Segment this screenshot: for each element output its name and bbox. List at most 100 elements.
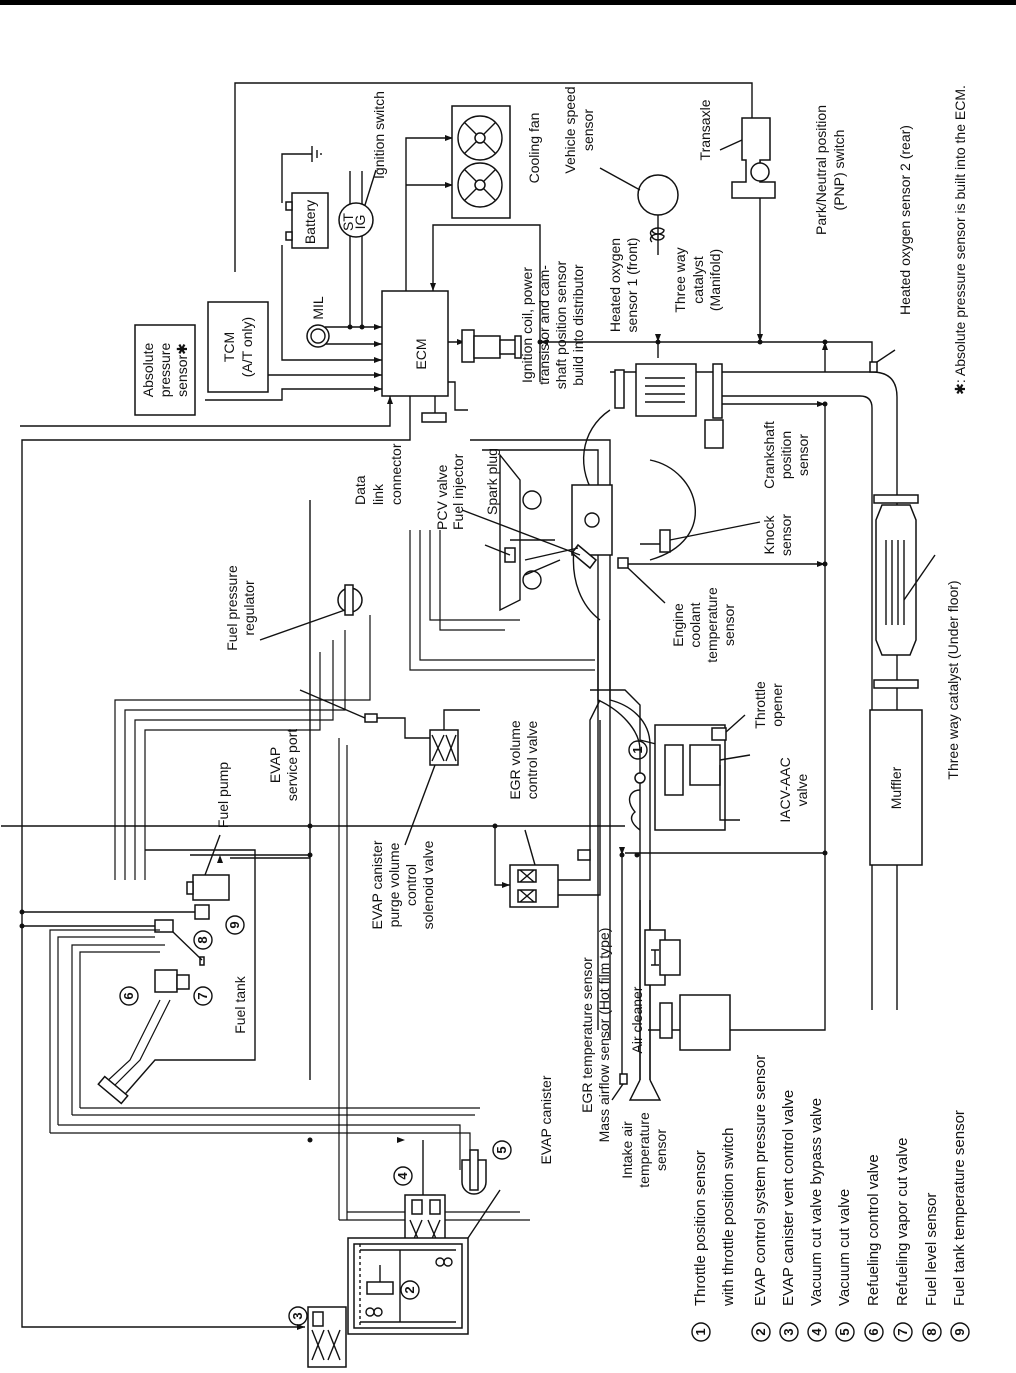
label-ign-coil-2: transistor and cam- bbox=[536, 265, 552, 385]
label-ign-st: ST bbox=[340, 213, 356, 231]
fuel-pump bbox=[192, 874, 230, 901]
legend-item-2: 2 EVAP control system pressure sensor bbox=[751, 1055, 771, 1342]
label-iat-1: Intake air bbox=[619, 1121, 635, 1179]
legend-item-5: 5 Vacuum cut valve bbox=[835, 1189, 855, 1342]
label-twc-2: catalyst bbox=[690, 256, 706, 304]
label-ecm: ECM bbox=[413, 338, 429, 369]
label-iat-3: sensor bbox=[653, 1129, 669, 1171]
label-throttle-opener-2: opener bbox=[769, 683, 785, 727]
svg-text:Vacuum cut valve: Vacuum cut valve bbox=[836, 1189, 853, 1306]
diagram-callouts: 1 2 3 4 5 6 7 8 9 bbox=[119, 740, 648, 1326]
legend-item-1: 1 Throttle position sensor with throttle… bbox=[691, 1128, 737, 1342]
label-evap-canister: EVAP canister bbox=[538, 1075, 554, 1164]
tcm bbox=[207, 301, 269, 393]
callout-6: 6 bbox=[119, 986, 139, 1006]
svg-text:3: 3 bbox=[290, 1312, 305, 1319]
exhaust-system bbox=[610, 349, 936, 1010]
label-dlc-3: connector bbox=[388, 443, 404, 505]
callout-9: 9 bbox=[225, 915, 245, 935]
label-ect-4: sensor bbox=[721, 604, 737, 646]
label-ign-coil-4: build into distributor bbox=[570, 264, 586, 386]
label-vss-1: Vehicle speed bbox=[562, 86, 578, 173]
label-twc-1: Three way bbox=[672, 247, 688, 312]
label-spark-plug: Spark plug bbox=[484, 448, 500, 515]
label-ho2s1-2: sensor 1 (front) bbox=[624, 238, 640, 333]
legend-item-7: 7 Refueling vapor cut valve bbox=[893, 1138, 913, 1342]
vehicle-speed-sensor bbox=[599, 167, 679, 255]
ecm-box bbox=[381, 290, 449, 397]
legend: 1 Throttle position sensor with throttle… bbox=[691, 1055, 970, 1342]
label-iacv-2: valve bbox=[794, 773, 810, 806]
svg-text:6: 6 bbox=[866, 1328, 881, 1335]
label-egr-2: control valve bbox=[524, 720, 540, 799]
callout-1: 1 bbox=[628, 740, 648, 760]
label-fpr-1: Fuel pressure bbox=[224, 565, 240, 651]
label-footnote: ✱: Absolute pressure sensor is built int… bbox=[952, 85, 968, 395]
label-abs-3: sensor✱ bbox=[174, 343, 190, 397]
label-fuel-pump: Fuel pump bbox=[215, 762, 231, 828]
callout-7: 7 bbox=[193, 986, 213, 1006]
label-twc-underfloor: Three way catalyst (Under floor) bbox=[945, 580, 961, 779]
label-maf: Mass airflow sensor (Hot film type) bbox=[596, 928, 612, 1143]
iacv-aac-valve bbox=[689, 744, 721, 786]
svg-text:5: 5 bbox=[494, 1146, 509, 1153]
svg-text:2: 2 bbox=[402, 1286, 417, 1293]
maf-and-air-cleaner bbox=[611, 900, 731, 1101]
label-throttle-opener-1: Throttle bbox=[752, 681, 768, 729]
label-ckp-1: Crankshaft bbox=[761, 421, 777, 489]
svg-text:7: 7 bbox=[195, 992, 210, 999]
throttle-body bbox=[590, 689, 751, 831]
svg-text:8: 8 bbox=[924, 1328, 939, 1335]
callout-8: 8 bbox=[193, 930, 213, 950]
ignition-switch bbox=[338, 169, 377, 238]
junction-dots bbox=[19, 324, 828, 1143]
legend-item-3: 3 EVAP canister vent control valve bbox=[779, 1090, 799, 1342]
label-purge-4: solenoid valve bbox=[420, 840, 436, 929]
svg-text:Vacuum cut valve bypass valve: Vacuum cut valve bypass valve bbox=[808, 1098, 825, 1306]
svg-text:2: 2 bbox=[753, 1328, 768, 1335]
svg-text:EVAP canister vent control val: EVAP canister vent control valve bbox=[780, 1090, 797, 1306]
label-battery: Battery bbox=[302, 200, 318, 244]
callout-2: 2 bbox=[400, 1280, 420, 1300]
transaxle bbox=[719, 117, 776, 199]
label-egr-temp: EGR temperature sensor bbox=[579, 957, 595, 1113]
cooling-fan bbox=[451, 105, 511, 219]
callout-4: 4 bbox=[393, 1166, 413, 1186]
label-ign-coil-3: shaft position sensor bbox=[553, 260, 569, 389]
label-transaxle: Transaxle bbox=[697, 99, 713, 160]
label-ckp-3: sensor bbox=[795, 434, 811, 476]
legend-item-4: 4 Vacuum cut valve bypass valve bbox=[807, 1098, 827, 1342]
vacuum-cut-valve-bypass-valve bbox=[404, 1140, 446, 1251]
label-abs-2: pressure bbox=[157, 343, 173, 398]
label-purge-1: EVAP canister bbox=[369, 840, 385, 929]
top-border-bar bbox=[0, 0, 1016, 5]
label-evap-port-2: service port bbox=[284, 729, 300, 801]
distributor bbox=[461, 329, 522, 363]
label-iacv-1: IACV-AAC bbox=[777, 757, 793, 822]
svg-text:4: 4 bbox=[809, 1328, 824, 1336]
vacuum-cut-valve bbox=[461, 1149, 487, 1195]
throttle-opener bbox=[711, 727, 727, 741]
fuel-tank bbox=[49, 834, 310, 1133]
vapor-lines bbox=[50, 1107, 530, 1221]
label-knock-2: sensor bbox=[778, 514, 794, 556]
label-iat-2: temperature bbox=[636, 1112, 652, 1188]
battery bbox=[285, 192, 329, 249]
data-link-connector bbox=[421, 412, 447, 423]
callout-3: 3 bbox=[288, 1306, 308, 1326]
signal-arrows bbox=[217, 135, 828, 1330]
fuel-lines bbox=[114, 530, 595, 1220]
svg-text:4: 4 bbox=[395, 1172, 410, 1180]
label-ignition-switch: Ignition switch bbox=[371, 91, 387, 179]
callout-5: 5 bbox=[492, 1140, 512, 1160]
label-muffler: Muffler bbox=[888, 766, 904, 809]
svg-text:Throttle position sensor: Throttle position sensor bbox=[692, 1150, 709, 1306]
label-twc-3: (Manifold) bbox=[707, 249, 723, 311]
fuel-tank-temperature-sensor bbox=[194, 904, 210, 920]
label-ign-ig: IG bbox=[352, 215, 368, 230]
mil-lamp bbox=[306, 324, 330, 348]
svg-text:1: 1 bbox=[693, 1328, 708, 1335]
label-purge-3: control bbox=[403, 864, 419, 906]
label-vss-2: sensor bbox=[580, 109, 596, 151]
